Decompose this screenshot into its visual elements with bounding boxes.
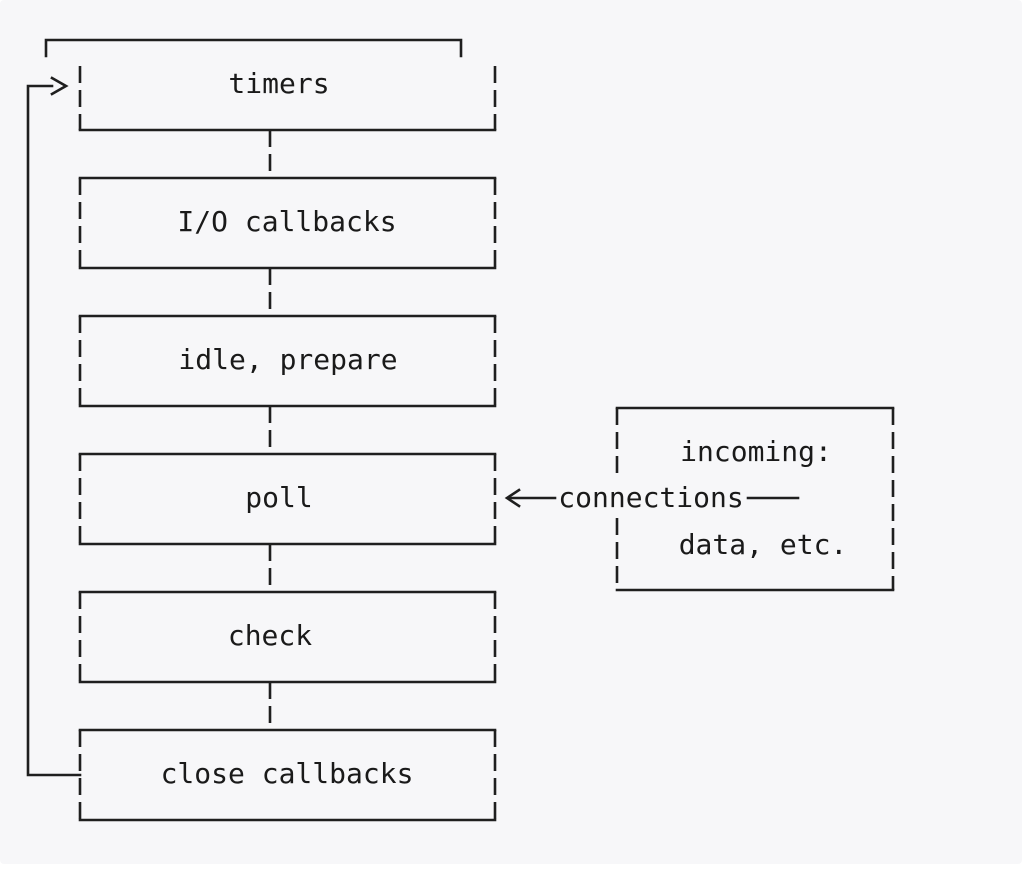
phase-box-check (78, 590, 497, 684)
phase-box-poll (78, 452, 497, 546)
incoming-label: incoming: (680, 435, 832, 468)
connections-label: connections (558, 481, 743, 514)
loop-back-arrowhead (50, 76, 69, 96)
phase-label-timers: timers (228, 67, 329, 100)
phase-box-idle-prepare (78, 314, 497, 408)
phase-label-io-callbacks: I/O callbacks (177, 205, 396, 238)
loop-back-line (26, 84, 82, 777)
incoming-arrowhead (504, 488, 521, 508)
incoming-box (615, 406, 895, 592)
phase-label-check: check (228, 619, 312, 652)
phase-label-close-callbacks: close callbacks (161, 757, 414, 790)
data-etc-label: data, etc. (679, 528, 848, 561)
phase-label-poll: poll (245, 481, 312, 514)
phase-box-timers (78, 66, 497, 132)
phase-label-idle-prepare: idle, prepare (178, 343, 397, 376)
top-bracket (44, 38, 463, 58)
phase-box-close-callbacks (78, 728, 497, 822)
phase-box-io-callbacks (78, 176, 497, 270)
diagram-panel (0, 0, 1022, 864)
